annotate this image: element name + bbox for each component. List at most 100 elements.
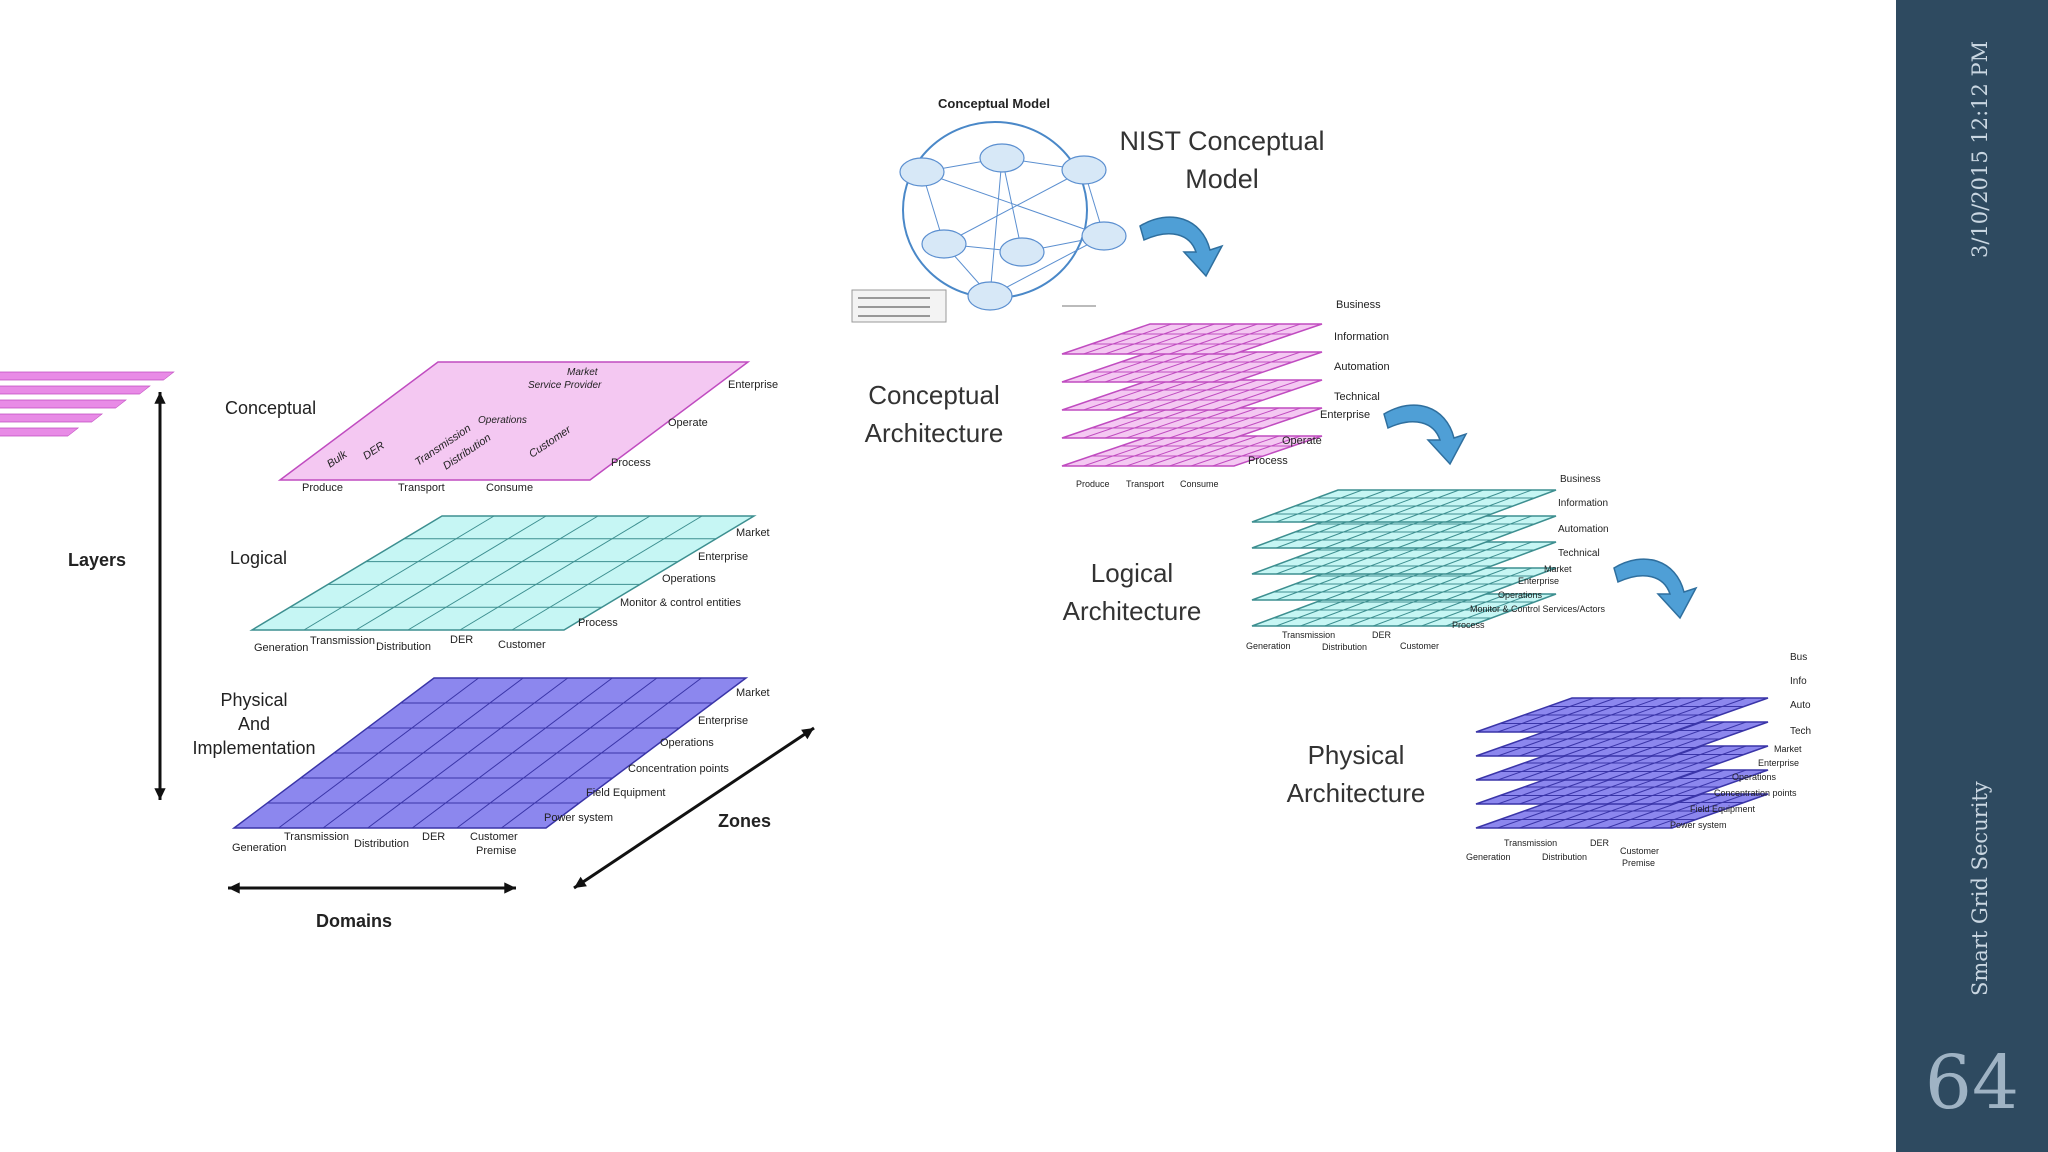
ll-domain-2: Transmission [310,635,375,647]
ca-plane-2-grid-line [1126,407,1215,439]
ca-zone-3: Process [1248,455,1288,467]
ca-plane-5 [1061,323,1323,355]
layers-axis-label: Layers [68,550,126,570]
domains-axis-label: Domains [316,911,392,931]
nist-title-1: NIST Conceptual [1119,126,1324,156]
layers-axis-arrow [154,392,166,800]
left-title-physical-1: Physical [220,690,287,710]
ll-zone-4: Monitor & control entities [620,597,742,609]
pa-domain-6: Premise [1622,858,1655,868]
ca-plane-3-grid-line [1190,379,1280,411]
conceptual-bar [0,427,80,437]
la-layer-2: Information [1558,498,1608,509]
la-zone-3: Operations [1498,590,1543,600]
pa-zone-2: Enterprise [1758,758,1799,768]
slide-date: 3/10/2015 12:12 PM [1968,40,1992,258]
ca-plane-2-grid-line [1104,407,1194,439]
ll-domain-4: DER [450,634,473,646]
left-logical-plane-grid-line [355,515,547,631]
nist-title-2: Model [1185,164,1259,194]
ca-plane-5-grid-line [1169,323,1258,355]
ca-plane-5-grid-line [1190,323,1280,355]
ca-plane-1-grid-line [1190,435,1280,467]
ca-plane-2-grid-line [1147,407,1237,439]
left-title-logical: Logical [230,548,287,568]
pa-domain-2: Transmission [1504,838,1557,848]
ca-zone-1: Enterprise [1320,409,1370,421]
la-plane-4 [1251,515,1557,549]
la-zone-2: Enterprise [1518,576,1559,586]
la-layer-3: Automation [1558,524,1609,535]
model-domain-node [1061,155,1107,185]
pa-layer-3: Auto [1790,700,1811,711]
la-plane-2 [1251,567,1557,601]
ll-domain-3: Distribution [376,641,431,653]
left-logical-plane-grid-line [407,515,599,631]
ca-plane-5-grid-line [1083,323,1172,355]
slide-footer: Smart Grid Security [1968,781,1992,996]
model-domain-node [979,143,1025,173]
lc-zone-market: Market [567,367,599,378]
lp-zone-6: Power system [544,812,613,824]
lc-domain-produce: Produce [302,482,343,494]
ca-plane-2-grid-line [1212,407,1301,439]
lc-zone-process: Process [611,457,651,469]
ca-domain-3: Consume [1180,479,1219,489]
la-domain-4: DER [1372,630,1392,640]
ca-domain-1: Produce [1076,479,1110,489]
ca-plane-4-grid-line [1104,351,1194,383]
ca-plane-5-grid-line [1147,323,1237,355]
la-zone-5: Process [1452,620,1485,630]
ca-plane-4-grid-line [1169,351,1258,383]
ca-zone-2: Operate [1282,435,1322,447]
pa-zone-5: Field Equipment [1690,804,1756,814]
lp-zone-1: Market [736,687,770,699]
left-title-physical-2: And [238,714,270,734]
ca-plane-3-grid-line [1083,379,1172,411]
nist-conceptual-model-image: Conceptual Model [851,96,1127,323]
ca-layer-3: Automation [1334,361,1390,373]
la-domain-3: Distribution [1322,642,1367,652]
left-title-physical-3: Implementation [192,738,315,758]
model-domain-node [1081,221,1127,251]
model-domain-node [967,281,1013,311]
lp-zone-5: Field Equipment [586,787,666,799]
slide-number: 64 [1924,1040,2020,1126]
ca-plane-1-grid-line [1169,435,1258,467]
pa-zone-1: Market [1774,744,1802,754]
ca-plane-2-grid-line [1083,407,1172,439]
la-domain-1: Generation [1246,641,1291,651]
ca-plane-4-grid-line [1190,351,1280,383]
ca-plane-4-grid-line [1126,351,1215,383]
ca-plane-4-grid-line [1212,351,1301,383]
slide-sidebar [1896,0,2048,1152]
ll-zone-5: Process [578,617,618,629]
left-logical-plane-grid-line [459,515,651,631]
la-layer-1: Business [1560,474,1601,485]
ca-plane-1-grid-line [1083,435,1172,467]
pa-plane-5 [1475,697,1769,733]
physical-arch-title-2: Architecture [1287,778,1426,808]
ca-plane-3-grid-line [1147,379,1237,411]
la-plane-5 [1251,489,1557,523]
model-domain-node [921,229,967,259]
domains-axis-arrow [228,882,516,894]
la-zone-1: Market [1544,564,1572,574]
logical-arch-title-2: Architecture [1063,596,1202,626]
model-domain-node [999,237,1045,267]
lp-zone-4: Concentration points [628,763,729,775]
left-conceptual-plane [277,361,751,481]
ca-plane-5-grid-line [1212,323,1301,355]
ca-plane-2-grid-line [1169,407,1258,439]
pa-zone-3: Operations [1732,772,1777,782]
ll-domain-5: Customer [498,639,546,651]
ca-plane-2 [1061,407,1323,439]
pa-domain-3: Distribution [1542,852,1587,862]
ca-plane-1-grid-line [1104,435,1194,467]
ca-domain-2: Transport [1126,479,1165,489]
la-layer-4: Technical [1558,548,1600,559]
ca-plane-5-grid-line [1104,323,1194,355]
lp-domain-6: Premise [476,845,516,857]
lc-domain-consume: Consume [486,482,533,494]
ca-plane-2-grid-line [1190,407,1280,439]
